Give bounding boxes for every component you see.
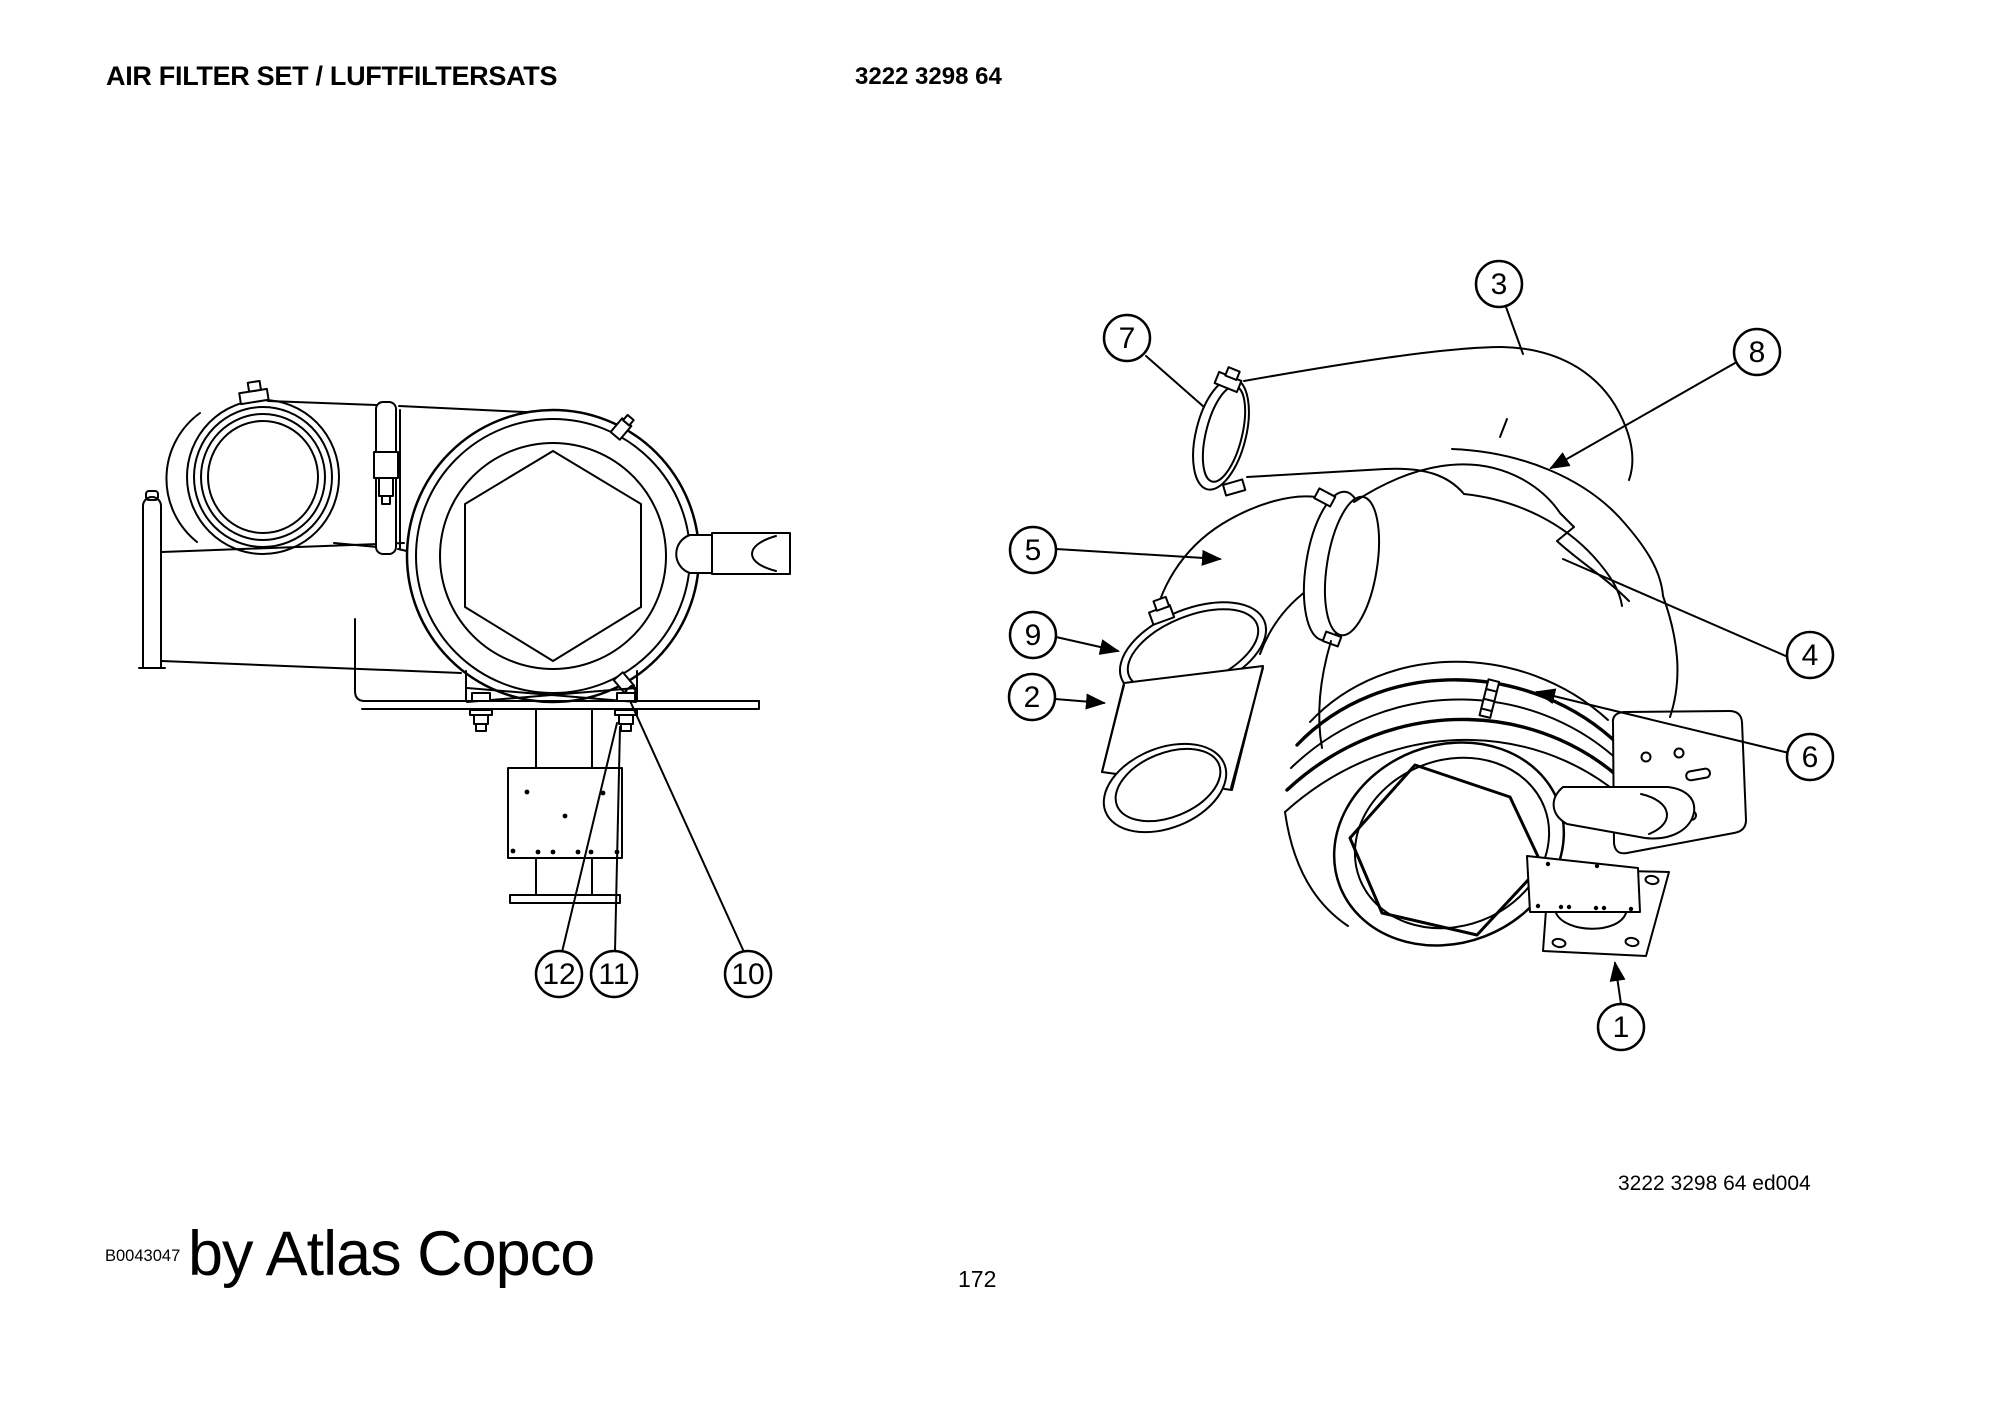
rim-clamp-screw-top: [609, 413, 635, 441]
upper-tube: [1243, 346, 1634, 481]
inlet-duct: [161, 542, 462, 674]
mounting-bracket: [354, 618, 760, 710]
callout-5: 5: [1008, 525, 1058, 575]
leader-12: [561, 722, 618, 953]
hose-clamp-band: [373, 401, 401, 555]
callout-3-label: 3: [1491, 268, 1508, 301]
inlet-pipe: [138, 490, 166, 669]
intake-cylinder: [1101, 665, 1264, 834]
leader-2: [1054, 693, 1106, 710]
outlet-spout: [675, 532, 791, 575]
callout-4-label: 4: [1802, 639, 1819, 672]
callout-4: 4: [1785, 630, 1835, 680]
inlet-flange: [1192, 366, 1250, 497]
callout-10: 10: [723, 949, 773, 999]
callout-12-label: 12: [542, 958, 575, 991]
leader-5: [1055, 548, 1222, 566]
leader-10: [630, 702, 745, 953]
edition-code: 3222 3298 64 ed004: [1618, 1172, 1811, 1195]
end-cover: [165, 379, 340, 555]
leader-3: [1505, 306, 1524, 355]
adapter-plate: [1526, 855, 1641, 930]
housing-ribs: [1284, 640, 1645, 927]
body-outline: [1353, 463, 1630, 602]
callout-8: 8: [1732, 327, 1782, 377]
leader-11: [614, 726, 621, 952]
leader-4: [1562, 558, 1789, 658]
isometric-view-drawing: 7 3 8 5 9 2 4: [1007, 259, 1835, 1052]
callout-3: 3: [1474, 259, 1524, 309]
leader-1: [1609, 961, 1626, 1005]
callout-12: 12: [534, 949, 584, 999]
callout-9-label: 9: [1025, 619, 1042, 652]
callout-5-label: 5: [1025, 534, 1042, 567]
callout-1-label: 1: [1613, 1011, 1630, 1044]
callout-11-label: 11: [598, 958, 629, 991]
wide-hose-clamp: [1302, 487, 1381, 648]
callout-6-label: 6: [1802, 741, 1819, 774]
callout-7: 7: [1102, 313, 1152, 363]
callout-9: 9: [1008, 610, 1058, 660]
callout-10-label: 10: [731, 958, 764, 991]
part-number: 3222 3298 64: [855, 63, 1002, 90]
callout-8-label: 8: [1749, 336, 1766, 369]
brand-line: by Atlas Copco: [188, 1219, 595, 1289]
callout-1: 1: [1596, 1002, 1646, 1052]
filter-housing-front: [405, 408, 701, 704]
support-post: [507, 709, 623, 904]
leader-7: [1145, 355, 1205, 408]
bracket-bolt-right: [614, 692, 638, 732]
callout-7-label: 7: [1119, 322, 1136, 355]
leader-9: [1055, 636, 1120, 655]
rib-clamp-pin: [1478, 678, 1501, 719]
outlet-snout: [1552, 786, 1696, 840]
callout-2: 2: [1007, 672, 1057, 722]
document-code: B0043047: [105, 1247, 181, 1265]
bracket-bolt-left: [469, 692, 493, 732]
tube-outline: [267, 400, 547, 553]
callout-2-label: 2: [1024, 681, 1041, 714]
page-title: AIR FILTER SET / LUFTFILTERSATS: [106, 61, 558, 91]
page-number: 172: [958, 1266, 997, 1292]
leader-6: [1535, 688, 1790, 754]
leader-8: [1549, 362, 1736, 469]
callout-11: 11: [589, 949, 639, 999]
side-view-drawing: 12 11 10: [138, 379, 791, 999]
callout-6: 6: [1785, 732, 1835, 782]
